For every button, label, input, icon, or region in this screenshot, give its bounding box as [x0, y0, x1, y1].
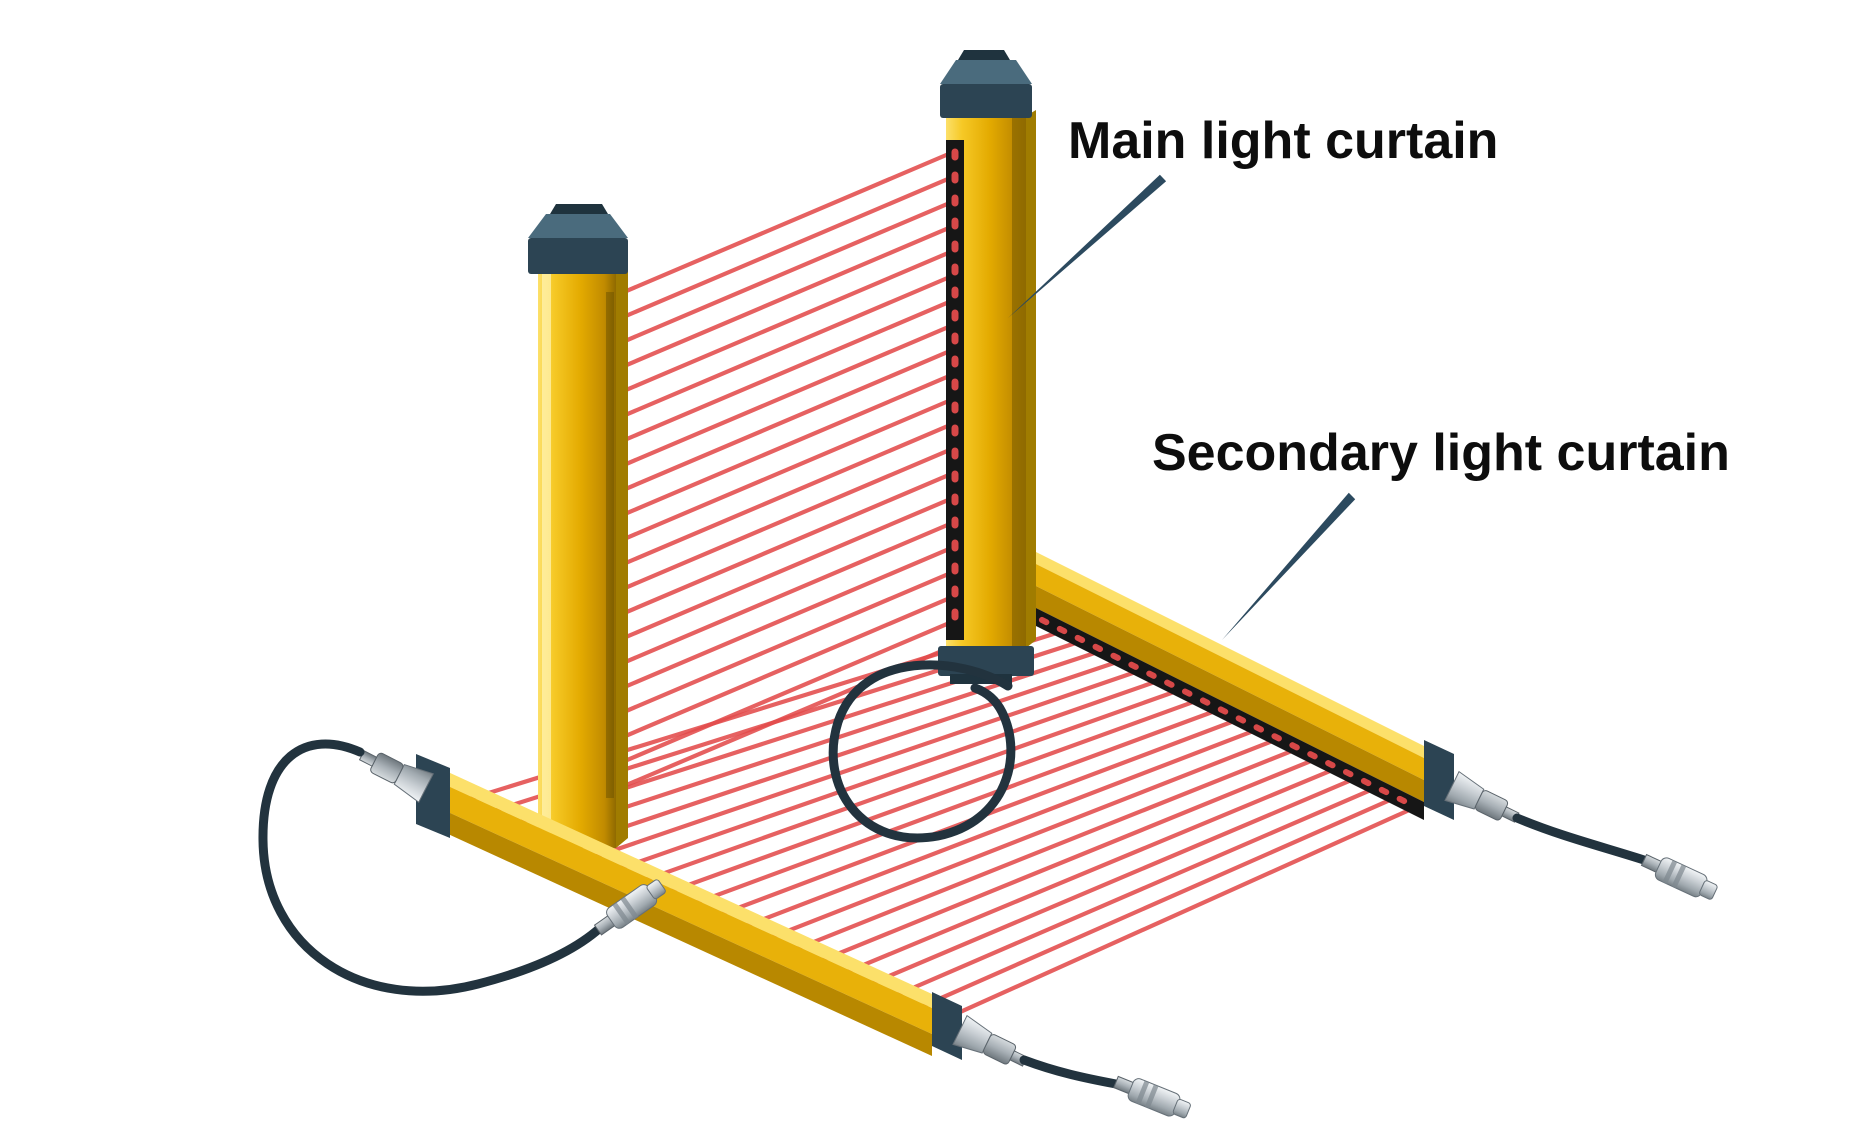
bar-sensor-strip	[1008, 594, 1424, 820]
tower-cap-knob	[958, 50, 1010, 60]
tower-highlight	[542, 272, 551, 848]
main-curtain-beam	[607, 394, 961, 548]
main-curtain-beam	[607, 543, 961, 696]
main-curtain-beams	[607, 147, 961, 795]
secondary-curtain-beams	[463, 618, 1419, 1025]
main-curtain-beam	[607, 370, 961, 523]
secondary-curtain-beam	[935, 804, 1419, 1025]
main-curtain-beam	[607, 197, 961, 350]
bar-lower-face	[448, 812, 932, 1056]
left-bar-connector	[354, 740, 434, 803]
secondary-curtain-far-bar	[1008, 538, 1454, 820]
secondary-curtain-beam	[662, 697, 1203, 896]
tower-side-face	[1026, 110, 1036, 648]
tower-cap-top	[940, 60, 1032, 84]
annotations: Main light curtain Secondary light curta…	[1008, 112, 1730, 640]
bar-lower-face	[1008, 572, 1424, 802]
label-main-light-curtain: Main light curtain	[1068, 112, 1498, 170]
secondary-curtain-beam	[563, 658, 1125, 849]
secondary-label-leader-line	[1222, 492, 1356, 640]
tower-side-face	[616, 266, 628, 848]
right-bar-connector	[1444, 771, 1525, 833]
tower-cap-front	[528, 238, 628, 274]
main-curtain-beam	[607, 592, 961, 745]
main-curtain-beam	[607, 493, 961, 646]
tower-cap-top	[528, 214, 628, 238]
cables	[258, 660, 1721, 1123]
bottom-cable-plug	[1111, 1070, 1194, 1123]
secondary-curtain-beam	[612, 677, 1164, 873]
main-curtain-beam	[607, 444, 961, 597]
left-loop-cable	[258, 739, 605, 996]
bottom-bar-connector	[952, 1015, 1033, 1077]
main-curtain-beam	[607, 172, 961, 325]
main-curtain-left-column	[528, 204, 628, 848]
tower-bottom-step	[950, 674, 1012, 684]
main-curtain-right-column	[938, 50, 1036, 684]
main-curtain-beam	[607, 567, 961, 721]
main-curtain-beam	[607, 296, 961, 449]
bar-end-cap	[1424, 740, 1454, 820]
main-curtain-beam	[607, 222, 961, 375]
secondary-curtain-beam	[637, 687, 1184, 884]
right-cable-plug	[1638, 848, 1721, 905]
middle-loop-cable	[828, 660, 1016, 843]
main-curtain-beam	[607, 469, 961, 622]
secondary-curtain-beam	[836, 765, 1340, 978]
bar-top-highlight	[448, 772, 932, 1008]
secondary-curtain-beam	[886, 785, 1379, 1001]
main-curtain-beam	[607, 271, 961, 424]
tower-cap-front	[940, 84, 1032, 118]
bottom-cable	[1019, 1055, 1121, 1089]
main-curtain-beam	[607, 320, 961, 473]
bar-right-end-cap	[932, 992, 962, 1060]
bar-front-face	[448, 786, 932, 1034]
label-secondary-light-curtain: Secondary light curtain	[1152, 424, 1730, 482]
secondary-curtain-beam	[687, 706, 1223, 908]
secondary-curtain-near-bar	[416, 754, 962, 1060]
tower-cap-knob	[550, 204, 608, 214]
secondary-curtain-beam	[861, 775, 1360, 990]
main-curtain-beam	[607, 518, 961, 671]
bar-front-face	[1008, 550, 1424, 780]
main-curtain-beam	[607, 617, 961, 770]
secondary-curtain-beam	[737, 726, 1262, 931]
secondary-curtain-beam	[786, 746, 1301, 955]
main-label-leader-line	[1008, 174, 1167, 318]
secondary-curtain-beam	[588, 667, 1145, 861]
main-curtain-beam	[607, 246, 961, 399]
beam-window-dots	[1021, 608, 1413, 807]
right-cable	[1512, 813, 1649, 865]
tower-shade-edge	[1012, 116, 1026, 648]
secondary-curtain-beam	[911, 795, 1399, 1013]
main-curtain-beam	[607, 419, 961, 572]
bar-top-highlight	[1008, 538, 1424, 758]
main-curtain-beam	[607, 345, 961, 498]
secondary-curtain-beam	[761, 736, 1282, 943]
main-curtain-beam	[607, 147, 961, 301]
secondary-curtain-beam	[811, 755, 1321, 966]
tower-sensor-edge	[606, 292, 614, 798]
